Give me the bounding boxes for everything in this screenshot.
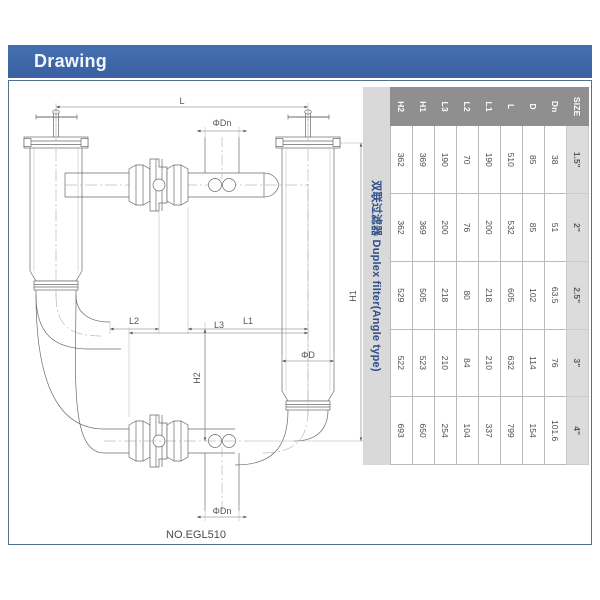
- spec-row-dn: Dn 38 51 63.5 76 101.6: [544, 87, 567, 465]
- row-header-size: SIZE: [566, 87, 589, 126]
- spec-cell: 84: [456, 329, 479, 397]
- spec-cell: 532: [500, 193, 523, 262]
- duplex-filter-drawing-svg: L ΦDn L2 L1 ΦD H1 H2 L3 ΦDn NO.EGL510: [23, 96, 367, 541]
- spec-cell: 102: [522, 261, 545, 330]
- spec-cell: 80: [456, 261, 479, 330]
- row-header-l2: L2: [456, 87, 479, 126]
- row-header-dn: Dn: [544, 87, 567, 126]
- spec-table-body: SIZE 1.5" 2" 2.5" 3" 4" Dn 38 51 63.5: [363, 87, 589, 465]
- row-header-d: D: [522, 87, 545, 126]
- spec-cell: 362: [390, 125, 413, 194]
- spec-row-l: L 510 532 605 632 799: [500, 87, 523, 465]
- spec-cell: 104: [456, 396, 479, 465]
- dim-label-nozzle-bottom: ΦDn: [213, 506, 232, 516]
- spec-row-l3: L3 190 200 218 210 254: [434, 87, 457, 465]
- dim-label-l3: L3: [214, 320, 224, 330]
- spec-cell: 114: [522, 329, 545, 397]
- spec-cell: 505: [412, 261, 435, 330]
- dim-label-h2: H2: [192, 372, 202, 384]
- spec-cell: 51: [544, 193, 567, 262]
- spec-cell: 799: [500, 396, 523, 465]
- spec-row-size: SIZE 1.5" 2" 2.5" 3" 4": [566, 87, 589, 465]
- size-cell: 3": [566, 329, 589, 397]
- spec-row-caption: 双联过滤器 Duplex filter(Angle type): [363, 87, 391, 465]
- spec-cell: 38: [544, 125, 567, 194]
- spec-row-l1: L1 190 200 218 210 337: [478, 87, 501, 465]
- spec-cell: 650: [412, 396, 435, 465]
- row-header-l1: L1: [478, 87, 501, 126]
- spec-table: SIZE 1.5" 2" 2.5" 3" 4" Dn 38 51 63.5: [363, 87, 589, 465]
- dim-label-l2: L2: [129, 316, 139, 326]
- spec-cell: 523: [412, 329, 435, 397]
- spec-row-h2: H2 362 362 529 522 693: [390, 87, 413, 465]
- spec-cell: 210: [478, 329, 501, 397]
- spec-cell: 693: [390, 396, 413, 465]
- spec-cell: 337: [478, 396, 501, 465]
- spec-cell: 605: [500, 261, 523, 330]
- spec-cell: 76: [544, 329, 567, 397]
- spec-cell: 190: [478, 125, 501, 194]
- technical-drawing: L ΦDn L2 L1 ΦD H1 H2 L3 ΦDn NO.EGL510: [9, 81, 381, 544]
- size-cell: 2": [566, 193, 589, 262]
- spec-row-h1: H1 369 369 505 523 650: [412, 87, 435, 465]
- dim-label-h1: H1: [348, 290, 358, 302]
- dim-label-body-dia: ΦD: [301, 350, 315, 360]
- spec-cell: 369: [412, 193, 435, 262]
- dim-label-l1: L1: [243, 316, 253, 326]
- spec-cell: 254: [434, 396, 457, 465]
- row-header-l3: L3: [434, 87, 457, 126]
- content-card: L ΦDn L2 L1 ΦD H1 H2 L3 ΦDn NO.EGL510: [8, 80, 592, 545]
- spec-cell: 218: [478, 261, 501, 330]
- dim-label-nozzle-top: ΦDn: [213, 118, 232, 128]
- spec-cell: 76: [456, 193, 479, 262]
- spec-cell: 529: [390, 261, 413, 330]
- spec-cell: 85: [522, 193, 545, 262]
- part-number-label: NO.EGL510: [166, 529, 226, 541]
- spec-cell: 362: [390, 193, 413, 262]
- spec-row-d: D 85 85 102 114 154: [522, 87, 545, 465]
- row-header-h2: H2: [390, 87, 413, 126]
- spec-cell: 522: [390, 329, 413, 397]
- row-header-h1: H1: [412, 87, 435, 126]
- size-cell: 4": [566, 396, 589, 465]
- dim-label-overall-length: L: [179, 96, 184, 106]
- spec-table-caption: 双联过滤器 Duplex filter(Angle type): [363, 87, 391, 465]
- spec-table-caption-text: 双联过滤器 Duplex filter(Angle type): [370, 180, 382, 372]
- spec-cell: 632: [500, 329, 523, 397]
- spec-cell: 85: [522, 125, 545, 194]
- row-header-l: L: [500, 87, 523, 126]
- spec-cell: 190: [434, 125, 457, 194]
- section-header-bar: Drawing: [8, 45, 592, 78]
- spec-table-region: SIZE 1.5" 2" 2.5" 3" 4" Dn 38 51 63.5: [363, 87, 589, 542]
- spec-cell: 369: [412, 125, 435, 194]
- spec-cell: 70: [456, 125, 479, 194]
- spec-cell: 210: [434, 329, 457, 397]
- spec-cell: 200: [434, 193, 457, 262]
- spec-cell: 154: [522, 396, 545, 465]
- spec-cell: 510: [500, 125, 523, 194]
- page-title: Drawing: [34, 51, 108, 71]
- spec-row-l2: L2 70 76 80 84 104: [456, 87, 479, 465]
- size-cell: 1.5": [566, 125, 589, 194]
- spec-cell: 101.6: [544, 396, 567, 465]
- spec-cell: 200: [478, 193, 501, 262]
- spec-cell: 218: [434, 261, 457, 330]
- spec-cell: 63.5: [544, 261, 567, 330]
- size-cell: 2.5": [566, 261, 589, 330]
